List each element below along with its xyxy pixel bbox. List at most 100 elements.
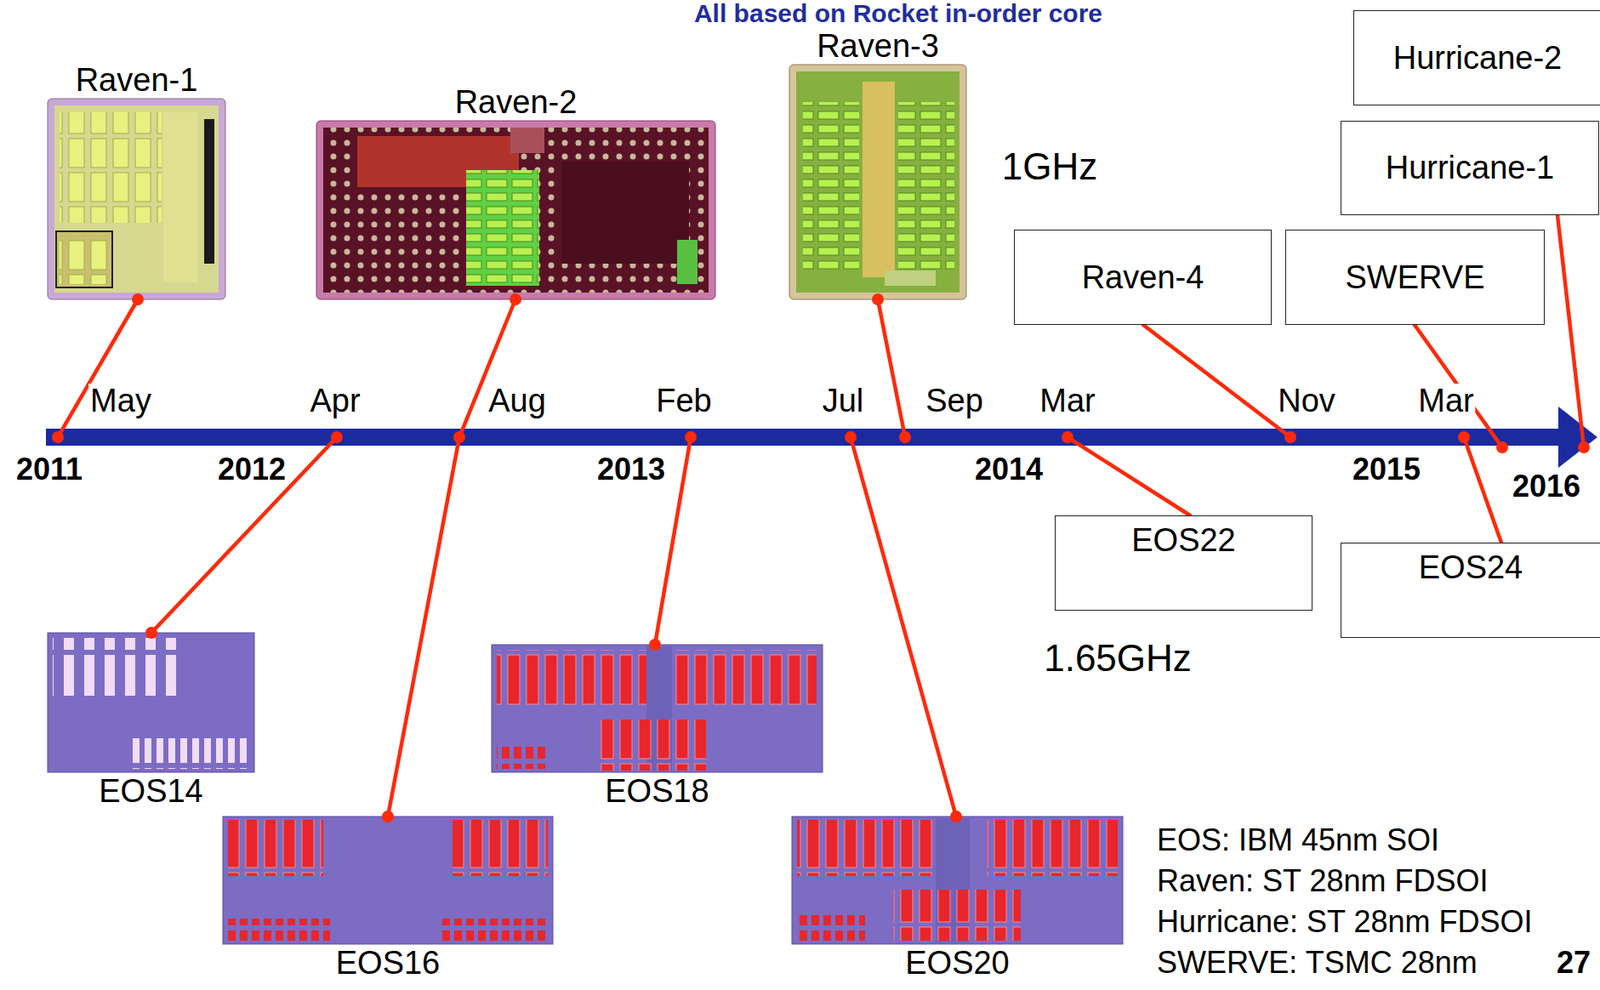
month-label-holder: Aug <box>486 383 548 420</box>
month-label: May <box>88 383 154 420</box>
chip-box: Hurricane-1 <box>1340 120 1600 216</box>
die-photo-frame: EOS16 <box>222 816 553 945</box>
die-pads <box>323 127 709 293</box>
die-block <box>561 161 689 264</box>
die-block <box>510 127 545 154</box>
chip-name: SWERVE <box>1344 260 1485 295</box>
chip-box: SWERVE <box>1285 229 1545 325</box>
leader-dot <box>509 293 522 306</box>
leader-dot <box>330 431 343 444</box>
leader-dot <box>51 431 64 444</box>
die-core <box>323 127 709 293</box>
die-edge <box>789 64 967 300</box>
die-photo-frame: Raven-1 <box>47 98 226 300</box>
leader-line <box>850 437 957 817</box>
axis-arrowhead <box>1558 406 1598 468</box>
die-photo-frame: EOS18 <box>491 644 823 773</box>
leader-line <box>1143 324 1291 438</box>
leader-dot <box>950 810 963 823</box>
die-block <box>59 112 162 223</box>
die-block <box>893 889 1021 941</box>
die-block <box>466 170 540 286</box>
chip-name: EOS14 <box>98 774 204 809</box>
leader-dot <box>131 293 144 306</box>
year-label: 2013 <box>597 452 666 487</box>
page-number: 27 <box>1556 945 1591 980</box>
year-label: 2015 <box>1352 452 1421 487</box>
die-block <box>677 239 698 285</box>
leader-dot <box>684 431 697 444</box>
die-block <box>884 270 936 286</box>
month-label: Mar <box>1037 383 1097 420</box>
die-photo <box>47 632 255 773</box>
process-note: EOS: IBM 45nm SOI <box>1156 823 1440 858</box>
year-label-holder: 2012 <box>217 452 286 487</box>
process-note-holder: SWERVE: TSMC 28nm <box>1156 945 1478 980</box>
die-block <box>127 738 251 769</box>
die-block <box>671 649 817 707</box>
leader-dot <box>844 431 857 444</box>
clock-frequency: 1.65GHz <box>1043 637 1192 679</box>
die-core <box>54 105 219 293</box>
process-note-holder: Raven: ST 28nm FDSOI <box>1156 864 1488 899</box>
year-label-holder: 2016 <box>1512 469 1581 504</box>
month-label-holder: Mar <box>1416 383 1475 420</box>
leader-line <box>877 299 906 438</box>
die-core <box>47 632 255 773</box>
die-photo <box>789 64 967 300</box>
clock-frequency-holder: 1.65GHz <box>1043 637 1192 679</box>
chip-name: EOS16 <box>335 945 441 980</box>
die-block <box>862 81 895 278</box>
process-note: SWERVE: TSMC 28nm <box>1156 945 1478 980</box>
year-label-holder: 2014 <box>974 452 1043 487</box>
month-label: Jul <box>820 383 866 420</box>
year-label: 2012 <box>217 452 286 487</box>
leader-dot <box>871 293 884 306</box>
chip-name: Hurricane-2 <box>1393 40 1563 75</box>
leader-dot <box>1577 441 1590 454</box>
month-label-holder: Mar <box>1037 383 1097 420</box>
die-block <box>797 819 934 877</box>
leader-dot <box>899 431 912 444</box>
leader-dot <box>1284 431 1297 444</box>
die-block <box>163 112 198 283</box>
die-core <box>222 816 553 945</box>
die-block <box>595 719 707 771</box>
leader-dot <box>1061 431 1074 444</box>
die-photo <box>791 816 1123 945</box>
process-note: Raven: ST 28nm FDSOI <box>1156 864 1488 899</box>
page-number-holder: 27 <box>1556 945 1591 980</box>
die-photo <box>491 644 823 773</box>
chip-name: EOS20 <box>905 945 1010 980</box>
die-photo-frame: EOS20 <box>791 816 1123 945</box>
chip-name: EOS18 <box>604 774 710 809</box>
chip-name: Raven-1 <box>75 62 199 97</box>
month-label-holder: Nov <box>1275 383 1338 420</box>
leader-line <box>1067 437 1191 516</box>
chip-box: Hurricane-2 <box>1353 10 1600 106</box>
chip-box: EOS24 <box>1340 542 1600 638</box>
die-block <box>986 819 1118 877</box>
leader-line <box>387 437 460 817</box>
die-block <box>204 119 215 264</box>
die-block <box>227 918 331 941</box>
month-label: Nov <box>1275 383 1338 420</box>
month-label: Mar <box>1416 383 1475 420</box>
chip-box: Raven-4 <box>1013 229 1272 325</box>
process-note-holder: EOS: IBM 45nm SOI <box>1156 823 1440 858</box>
die-block <box>496 746 548 769</box>
process-note: Hurricane: ST 28nm FDSOI <box>1156 905 1532 940</box>
die-block <box>802 102 860 273</box>
leader-line <box>1414 324 1503 448</box>
die-edge <box>316 120 716 300</box>
axis-shaft <box>45 428 1561 446</box>
die-block <box>56 231 113 288</box>
die-photo <box>222 816 553 945</box>
process-note-holder: Hurricane: ST 28nm FDSOI <box>1156 905 1532 940</box>
chip-name: EOS24 <box>1418 550 1524 585</box>
die-photo <box>47 98 226 300</box>
die-core <box>796 71 960 293</box>
leader-line <box>151 437 337 633</box>
leader-dot <box>1496 441 1509 454</box>
